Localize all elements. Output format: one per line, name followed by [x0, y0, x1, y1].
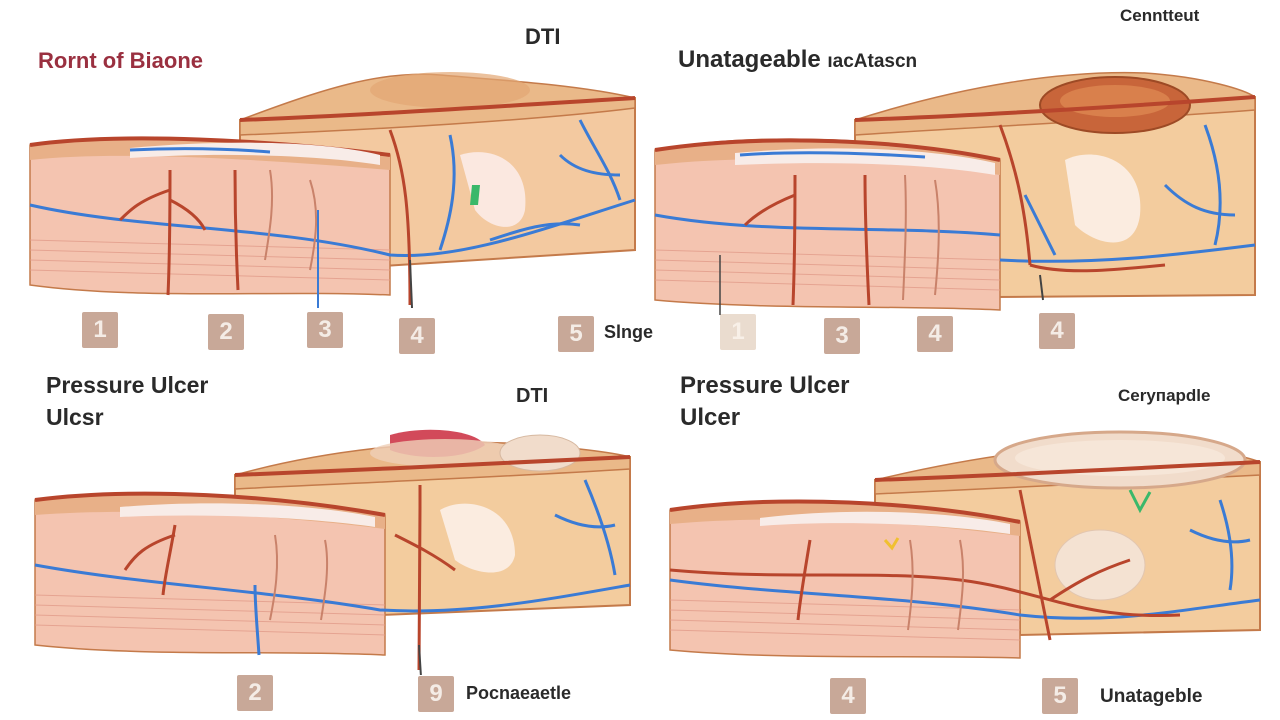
stage-badge: 2 — [237, 675, 273, 711]
stage-label: Slnge — [604, 322, 654, 342]
panel-title-top-right: Unatageable ıacAtascn — [678, 46, 917, 74]
panel-title-bottom-right-line1: Pressure Ulcer — [680, 372, 850, 399]
panel-title-top-left: Rornt of Biaone — [38, 48, 203, 73]
stage-badge: 4 — [917, 316, 953, 352]
dti-label-top: DTI — [525, 24, 561, 49]
stage-badge: 5 — [558, 316, 594, 352]
skin-cross-section-bottom-left — [34, 429, 631, 675]
stage-badge: 4 — [1039, 313, 1075, 349]
corner-label-top-right: Cenntteut — [1120, 6, 1200, 25]
skin-cross-section-top-left — [29, 72, 636, 309]
panel-title-bottom-right-line2: Ulcer — [680, 404, 741, 431]
caption-bottom-left: Pocnaeaetle — [466, 683, 572, 703]
skin-cross-section-bottom-right — [669, 430, 1261, 659]
stage-badge: 5 — [1042, 678, 1078, 714]
panel-title-top-right-main: Unatageable — [678, 46, 821, 73]
stage-badge: 1 — [720, 314, 756, 350]
stage-badge: 3 — [307, 312, 343, 348]
panel-title-bottom-left-line2: Ulcsr — [46, 404, 104, 430]
dti-label-bottom: DTI — [516, 385, 549, 407]
panel-title-bottom-left-line1: Pressure Ulcer — [46, 372, 209, 398]
stage-badge: 4 — [830, 678, 866, 714]
stage-badge: 9 — [418, 676, 454, 712]
stage-badge: 4 — [399, 318, 435, 354]
corner-label-bottom-right: Cerупарdle — [1118, 386, 1211, 405]
skin-cross-section-top-right — [654, 71, 1256, 315]
panel-title-top-right-suffix: ıacAtascn — [827, 51, 918, 72]
caption-bottom-right: Unatageble — [1100, 686, 1203, 707]
stage-badge: 3 — [824, 318, 860, 354]
stage-badge: 1 — [82, 312, 118, 348]
stage-badge: 2 — [208, 314, 244, 350]
